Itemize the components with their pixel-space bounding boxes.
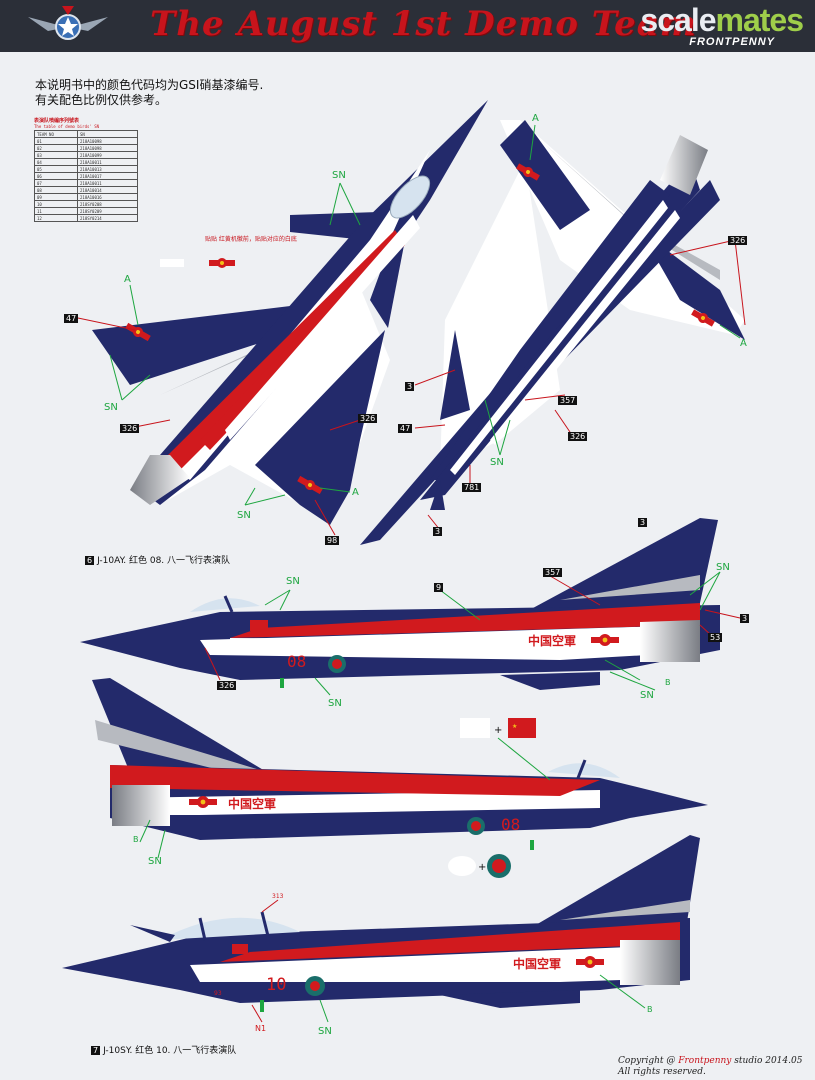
color-note: 本说明书中的颜色代码均为GSI硝基漆编号. 有关配色比例仅供参考。 (35, 78, 263, 108)
fuselage-text: 中国空軍 (228, 797, 277, 811)
table-caption: 表演队喷编序列號表 (34, 118, 80, 124)
profile-2-aircraft: ★ + + (92, 678, 708, 878)
note-line-2: 有关配色比例仅供参考。 (35, 93, 168, 107)
callout-number: 357 (558, 396, 578, 405)
callout-number: 326 (568, 432, 588, 441)
callout-sn: SN (716, 562, 730, 573)
top-view-aircraft (77, 100, 488, 536)
callout-sn: SN (318, 1026, 332, 1037)
brand-logo-text: FRONTPENNY (689, 36, 775, 48)
callout-sn: SN (148, 856, 162, 867)
header-bar: The August 1st Demo Team scalemates FRON… (0, 0, 815, 52)
fuselage-text: 中国空軍 (528, 634, 577, 648)
callout-number: 3 (638, 518, 648, 527)
fuselage-text: 中国空軍 (513, 957, 562, 971)
callout-number: 313 (272, 893, 284, 900)
callout-number: 47 (64, 314, 79, 323)
callout-number: 3 (433, 527, 443, 536)
callout-sn: SN (332, 170, 346, 181)
svg-text:+: + (478, 862, 486, 873)
callout-a: A (124, 274, 131, 285)
decal-instruction: 贴贴 红黄机徽前，贴贴对应的白底 (205, 236, 297, 243)
callout-number: 3 (740, 614, 750, 623)
callout-a: A (352, 487, 359, 498)
table-caption-en: The table of demo birds' SN (34, 124, 100, 129)
note-line-1: 本说明书中的颜色代码均为GSI硝基漆编号. (35, 78, 264, 92)
callout-b: B (665, 678, 671, 687)
callout-b: B (647, 1005, 653, 1014)
callout-a: A (532, 113, 539, 124)
callout-number: 98 (325, 536, 340, 545)
callout-number: 326 (217, 681, 237, 690)
callout-n1: N1 (255, 1024, 267, 1033)
nose-number: 08 (501, 815, 521, 834)
callout-sn: SN (237, 510, 251, 521)
nose-number: 10 (266, 975, 287, 995)
copyright-line-2: All rights reserved. (618, 1067, 706, 1077)
callout-sn: SN (286, 576, 300, 587)
callout-number: 9 (434, 583, 444, 592)
bottom-view-aircraft (360, 120, 746, 545)
callout-number: 47 (398, 424, 413, 433)
callout-sn: SN (640, 690, 654, 701)
copyright-notice: Copyright @ Frontpenny studio 2014.05 Al… (618, 1056, 802, 1078)
frontpenny-logo: Frontpenny (678, 1056, 732, 1066)
callout-number: 53 (708, 633, 723, 642)
callout-number: 93 (214, 990, 222, 997)
callout-number: 326 (358, 414, 378, 423)
callout-number: 781 (462, 483, 482, 492)
svg-text:★: ★ (512, 723, 517, 730)
nose-number: 08 (287, 652, 307, 671)
callout-sn: SN (328, 698, 342, 709)
scalemates-watermark: scalemates (640, 2, 804, 38)
callout-number: 357 (543, 568, 563, 577)
callout-sn: SN (490, 457, 504, 468)
callout-number: 326 (728, 236, 748, 245)
svg-text:+: + (494, 725, 502, 736)
callout-sn: SN (104, 402, 118, 413)
callout-number: 326 (120, 424, 140, 433)
callout-b: B (133, 835, 139, 844)
copyright-line-1: Copyright @ Frontpenny studio 2014.05 (618, 1056, 803, 1066)
profile-3-aircraft (62, 835, 700, 1023)
callout-a: A (740, 338, 747, 349)
august-first-emblem-icon (28, 6, 108, 40)
profile-1-aircraft (80, 518, 741, 696)
page-title: The August 1st Demo Team (150, 4, 697, 44)
serial-number-table: 表演队喷编序列號表 The table of demo birds' SN TE… (34, 118, 138, 222)
callout-number: 3 (405, 382, 415, 391)
